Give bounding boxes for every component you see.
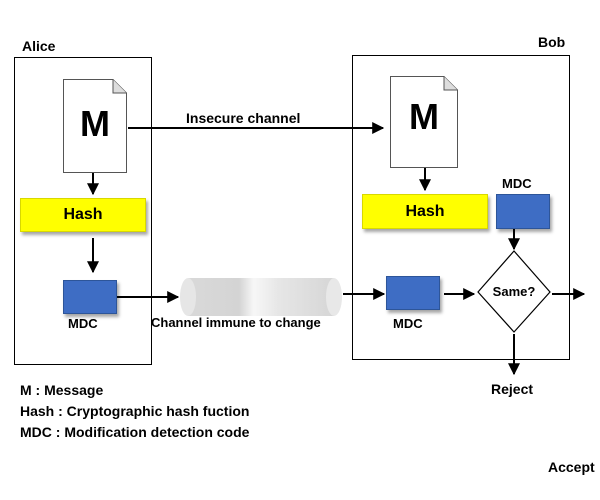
reject-label: Reject [491,381,534,397]
bob-mdc-top-block [496,194,550,229]
decision-diamond [477,250,551,333]
bob-message-document: M [390,76,458,168]
insecure-channel-label: Insecure channel [186,110,301,126]
accept-label: Accept [548,459,595,475]
immune-channel-cylinder [180,277,342,317]
legend-item-message: M : Message [20,382,104,398]
alice-message-letter: M [80,103,110,144]
alice-label: Alice [22,38,56,54]
legend-item-hash: Hash : Cryptographic hash fuction [20,403,250,419]
bob-mdc-bottom-label: MDC [393,316,423,331]
legend: M : Message Hash : Cryptographic hash fu… [20,380,249,443]
bob-message-letter: M [409,96,439,137]
decision-label: Same? [492,284,536,299]
document-icon [390,76,458,168]
alice-mdc-label: MDC [68,316,98,331]
alice-message-document: M [63,79,127,173]
alice-hash-box: Hash [20,198,146,232]
bob-mdc-bottom-block [386,276,440,310]
legend-item-mdc: MDC : Modification detection code [20,424,250,440]
immune-channel-label: Channel immune to change [151,315,321,330]
bob-hash-box: Hash [362,194,488,229]
bob-mdc-top-label: MDC [502,176,532,191]
bob-label: Bob [538,34,566,50]
document-icon [63,79,127,173]
alice-mdc-block [63,280,117,314]
